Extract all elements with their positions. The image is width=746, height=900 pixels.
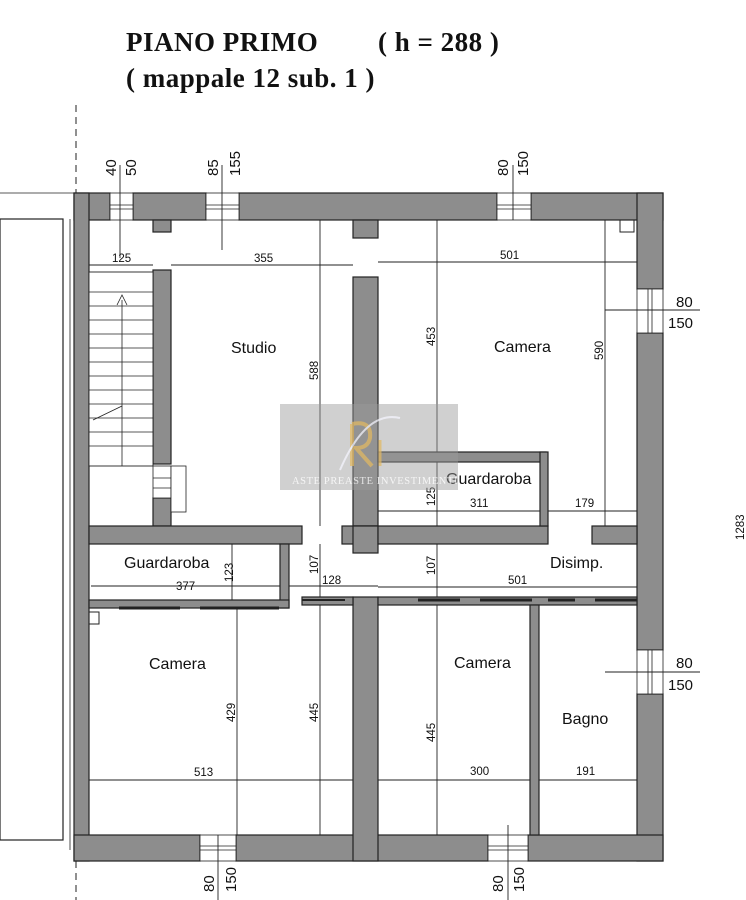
dim-total-height: 1283 [735,514,746,540]
dim-corridor-width: 128 [322,575,341,587]
room-guardaroba-w: Guardaroba [124,555,209,572]
dimension-lines [89,165,700,900]
dim-disimp-height: 107 [426,556,438,575]
opening-top3-b: 150 [515,151,532,176]
exterior-walls [73,192,664,862]
dim-guardaroba-n-height: 125 [426,487,438,506]
opening-right1-b: 150 [668,315,693,332]
opening-bottom2-a: 80 [490,875,507,892]
dim-studio-height: 588 [309,361,321,380]
door-lines [88,219,637,625]
room-camera-ne: Camera [494,339,551,356]
dim-studio-width: 355 [254,253,273,265]
room-labels: Studio Camera Guardaroba Guardaroba Disi… [124,339,608,728]
dimension-labels: 125 355 588 501 453 590 125 311 179 377 … [112,250,746,779]
title-parcel: ( mappale 12 sub. 1 ) [126,63,375,93]
opening-bottom1-b: 150 [223,867,240,892]
opening-top2-b: 155 [227,151,244,176]
opening-labels: 40 50 85 155 80 150 80 150 80 150 80 150… [103,151,693,892]
dim-corridor-height: 107 [309,555,321,574]
ri-logo-icon [339,416,401,471]
opening-top3-a: 80 [495,159,512,176]
adjacent-building [0,192,74,850]
watermark-text: ASTE PREASTE INVESTIMENTI [292,476,458,487]
title-floor: PIANO PRIMO [126,27,318,57]
opening-top1-a: 40 [103,159,120,176]
dim-camera-sw-height2: 445 [309,703,321,722]
room-disimp: Disimp. [550,555,603,572]
opening-bottom2-b: 150 [511,867,528,892]
staircase [88,271,187,513]
opening-right2-a: 80 [676,655,693,672]
title-height: ( h = 288 ) [378,27,499,57]
dim-camera-s-height: 445 [426,723,438,742]
room-camera-sw: Camera [149,656,206,673]
opening-bottom1-a: 80 [201,875,218,892]
dim-camera-sw-width: 513 [194,767,213,779]
room-guardaroba-n: Guardaroba [446,471,531,488]
dim-camera-ne-height2: 590 [594,341,606,360]
room-studio: Studio [231,340,276,357]
opening-right1-a: 80 [676,294,693,311]
dim-stair-width: 125 [112,253,131,265]
interior-walls [88,219,638,862]
opening-top1-b: 50 [123,159,140,176]
dim-camera-ne-height1: 453 [426,327,438,346]
dim-camera-ne-width: 501 [500,250,519,262]
dim-camera-s-width: 300 [470,766,489,778]
opening-right2-b: 150 [668,677,693,694]
dim-camera-ne-width2: 179 [575,498,594,510]
dim-guardaroba-w-width: 377 [176,581,195,593]
dim-disimp-width: 501 [508,575,527,587]
dim-guardaroba-n-width: 311 [470,498,488,510]
dim-guardaroba-w-height: 123 [224,563,236,582]
room-camera-s: Camera [454,655,511,672]
dim-camera-sw-height1: 429 [226,703,238,722]
watermark: ASTE PREASTE INVESTIMENTI [280,404,458,490]
room-bagno: Bagno [562,711,608,728]
opening-top2-a: 85 [205,159,222,176]
dim-bagno-width: 191 [576,766,595,778]
